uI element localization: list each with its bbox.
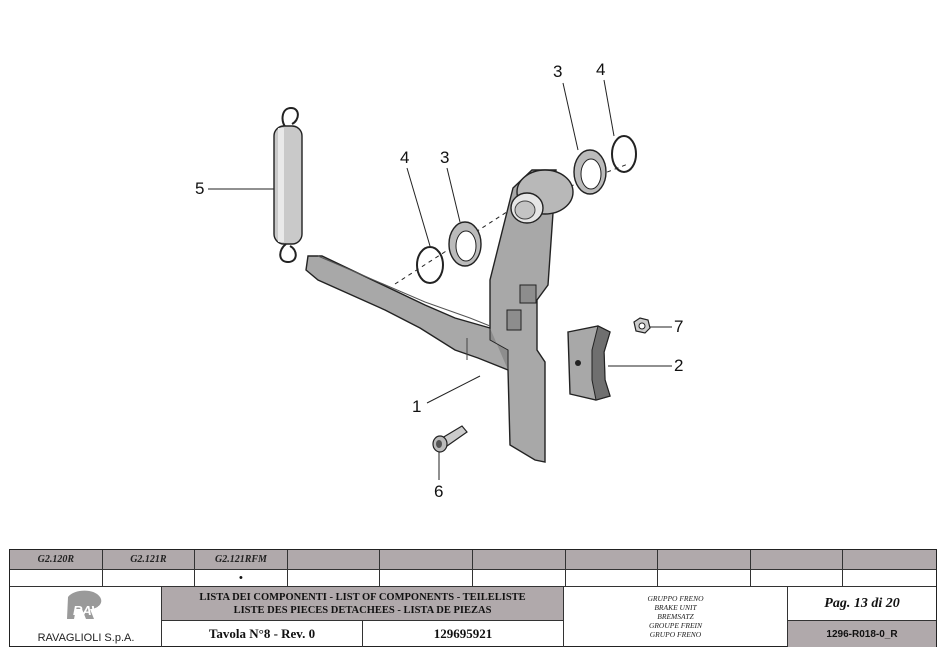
model-cell	[565, 550, 659, 569]
model-cell	[750, 550, 844, 569]
mark-cell	[658, 570, 751, 586]
spring-part	[273, 106, 303, 264]
mark-cell	[380, 570, 473, 586]
circlip-part	[416, 135, 637, 284]
washer-part	[448, 149, 607, 267]
mark-cell	[103, 570, 196, 586]
model-header-row: G2.120R G2.121R G2.121RFM	[10, 550, 936, 569]
callout-3b: 3	[553, 62, 563, 81]
callout-4b: 4	[596, 60, 606, 79]
model-cell	[472, 550, 566, 569]
callout-6: 6	[434, 482, 444, 501]
model-marks-row: •	[10, 569, 936, 587]
model-cell: G2.120R	[10, 550, 103, 569]
document-code: 1296-R018-0_R	[788, 621, 936, 647]
ravaglioli-logo-icon: RAV	[67, 590, 102, 619]
table-revision: Tavola N°8 - Rev. 0	[162, 621, 363, 647]
company-logo-cell: RAV RAVAGLIOLI S.p.A.	[10, 587, 162, 647]
group-name-fr: GROUPE FREIN	[648, 621, 703, 630]
brake-shoe-part	[567, 325, 611, 401]
drawing-code: 129695921	[363, 621, 564, 647]
callout-3a: 3	[440, 148, 450, 167]
exploded-view-drawing	[208, 79, 672, 480]
list-title-line-1: LISTA DEI COMPONENTI - LIST OF COMPONENT…	[199, 592, 526, 603]
callout-1: 1	[412, 397, 422, 416]
company-name: RAVAGLIOLI S.p.A.	[37, 632, 135, 644]
model-cell	[658, 550, 751, 569]
group-name-translations: GRUPPO FRENO BRAKE UNIT BREMSATZ GROUPE …	[564, 587, 788, 647]
svg-text:RAV: RAV	[73, 603, 101, 618]
title-block: G2.120R G2.121R G2.121RFM • RAV RAVAGLIO…	[9, 549, 937, 647]
mark-cell: •	[195, 570, 288, 586]
page-number: Pag. 13 di 20	[788, 587, 936, 621]
leader-lines	[208, 79, 672, 480]
nut-part	[633, 317, 651, 334]
mark-cell	[566, 570, 659, 586]
screw-part	[432, 425, 468, 453]
mark-cell	[751, 570, 844, 586]
model-cell	[287, 550, 381, 569]
group-name-de: BREMSATZ	[657, 612, 694, 621]
list-of-components-title: LISTA DEI COMPONENTI - LIST OF COMPONENT…	[162, 587, 564, 621]
model-cell: G2.121R	[102, 550, 196, 569]
mark-cell	[473, 570, 566, 586]
group-name-es: GRUPO FRENO	[649, 630, 702, 639]
group-name-en: BRAKE UNIT	[654, 603, 697, 612]
callout-2: 2	[674, 356, 684, 375]
mark-cell	[288, 570, 381, 586]
callout-4a: 4	[400, 148, 410, 167]
mark-cell	[843, 570, 936, 586]
model-cell	[380, 550, 473, 569]
callout-5: 5	[195, 179, 205, 198]
model-cell	[843, 550, 936, 569]
model-cell: G2.121RFM	[195, 550, 288, 569]
mark-cell	[10, 570, 103, 586]
callout-7: 7	[674, 317, 684, 336]
brake-lever-part	[305, 169, 574, 463]
group-name-it: GRUPPO FRENO	[647, 594, 704, 603]
list-title-line-2: LISTE DES PIECES DETACHEES - LISTA DE PI…	[233, 605, 492, 616]
